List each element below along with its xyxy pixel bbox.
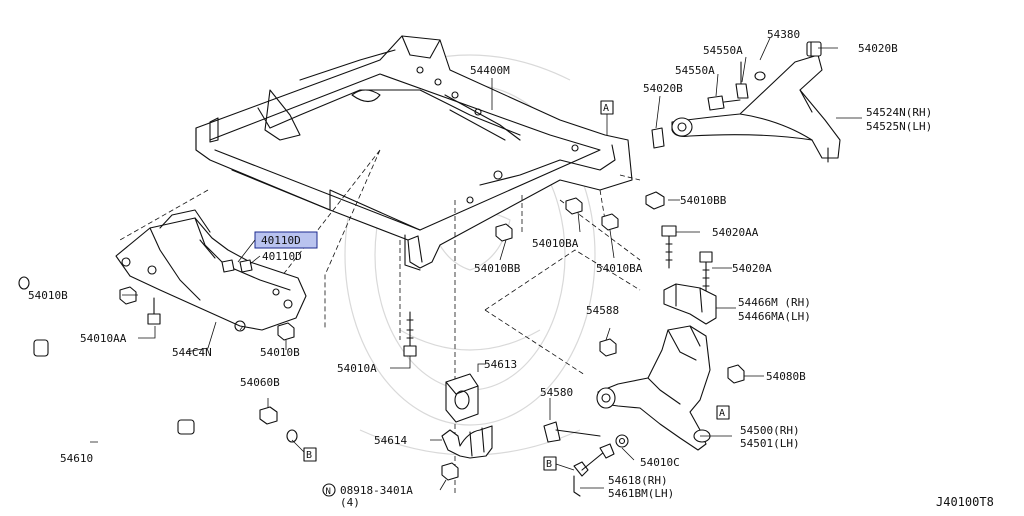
label-08918-qty: (4) — [340, 496, 360, 509]
label-54010b-left: 54010B — [28, 289, 68, 302]
bolt-54010aa[interactable] — [147, 297, 161, 325]
bolt-54020a[interactable] — [699, 251, 713, 293]
label-54020aa: 54020AA — [712, 226, 759, 239]
svg-text:A: A — [603, 103, 609, 114]
label-54525n: 54525N(LH) — [866, 120, 932, 133]
svg-text:N: N — [326, 487, 331, 497]
label-54010a: 54010A — [337, 362, 377, 375]
svg-text:B: B — [546, 459, 552, 470]
bushing-54020b-top[interactable] — [806, 41, 822, 57]
stabilizer-bar-54610[interactable] — [18, 276, 298, 443]
label-5461bm: 5461BM(LH) — [608, 487, 674, 500]
ref-mark-b-left: B — [291, 439, 317, 462]
highlighted-part-40110d[interactable]: 40110D — [254, 231, 318, 249]
label-54588: 54588 — [586, 304, 619, 317]
nut-54010ba-right[interactable] — [601, 213, 619, 231]
nut-54060b[interactable] — [259, 406, 278, 425]
label-54524n: 54524N(RH) — [866, 106, 932, 119]
link-54618[interactable] — [573, 443, 615, 497]
ref-mark-b-bottom: B — [543, 456, 575, 471]
nut-54010b-right[interactable] — [277, 322, 295, 341]
label-54550a-a: 54550A — [703, 44, 743, 57]
upper-link-54524n[interactable] — [671, 54, 841, 163]
washer-54380[interactable] — [754, 71, 766, 81]
label-54060b: 54060B — [240, 376, 280, 389]
label-54400m: 54400M — [470, 64, 510, 77]
label-54020b-mid: 54020B — [643, 82, 683, 95]
bolt-54550a-b[interactable] — [707, 95, 741, 111]
diagram-code: J40100T8 — [936, 495, 994, 509]
label-54501: 54501(LH) — [740, 437, 800, 450]
nut-54010bb-right[interactable] — [645, 191, 665, 210]
bolt-54020aa[interactable] — [661, 225, 677, 269]
nut-54080b[interactable] — [727, 364, 745, 384]
label-54010ba-right: 54010BA — [596, 262, 643, 275]
nut-54010ba-left[interactable] — [565, 197, 583, 215]
nut-54010bb-left[interactable] — [495, 223, 513, 242]
label-54020b-top: 54020B — [858, 42, 898, 55]
bolt-54010a[interactable] — [403, 311, 417, 357]
svg-text:A: A — [719, 408, 725, 419]
label-08918-3401a: 08918-3401A — [340, 484, 413, 497]
label-54010b-right: 54010B — [260, 346, 300, 359]
label-54580: 54580 — [540, 386, 573, 399]
bushing-54613[interactable] — [445, 373, 479, 423]
n-circle-icon: N — [322, 483, 336, 497]
label-54500: 54500(RH) — [740, 424, 800, 437]
clamp-54614[interactable] — [441, 425, 493, 459]
svg-text:B: B — [306, 450, 312, 461]
ref-mark-a-bottom: A — [716, 405, 730, 420]
clip-40110d[interactable] — [221, 259, 253, 273]
label-54020a: 54020A — [732, 262, 772, 275]
label-54010bb-right: 54010BB — [680, 194, 727, 207]
bolt-54550a-a[interactable] — [735, 61, 749, 99]
label-54010bb-left: 54010BB — [474, 262, 521, 275]
nut-54010c[interactable] — [615, 434, 629, 448]
label-54080b: 54080B — [766, 370, 806, 383]
label-40110d: 40110D — [262, 250, 302, 263]
label-54380: 54380 — [767, 28, 800, 41]
label-54010c: 54010C — [640, 456, 680, 469]
label-40110d-highlighted: 40110D — [261, 234, 301, 247]
label-54010aa: 54010AA — [80, 332, 127, 345]
sub-member-544c4n[interactable] — [115, 209, 307, 332]
label-54010ba-left: 54010BA — [532, 237, 579, 250]
label-54618: 54618(RH) — [608, 474, 668, 487]
label-54613: 54613 — [484, 358, 517, 371]
ref-mark-a-top: A — [600, 100, 614, 135]
label-54610: 54610 — [60, 452, 93, 465]
nut-54588[interactable] — [599, 338, 617, 357]
label-54466ma: 54466MA(LH) — [738, 310, 811, 323]
nut-08918-3401a[interactable] — [441, 462, 459, 481]
nut-54010b-left[interactable] — [119, 286, 137, 305]
label-54550a-b: 54550A — [675, 64, 715, 77]
bushing-54020b-mid[interactable] — [651, 127, 665, 149]
bracket-54466m[interactable] — [663, 283, 717, 325]
label-54614: 54614 — [374, 434, 407, 447]
front-suspension-member-54400m[interactable] — [195, 35, 633, 271]
label-544c4n: 544C4N — [172, 346, 212, 359]
bolt-54580[interactable] — [543, 421, 601, 443]
label-54466m: 54466M (RH) — [738, 296, 811, 309]
